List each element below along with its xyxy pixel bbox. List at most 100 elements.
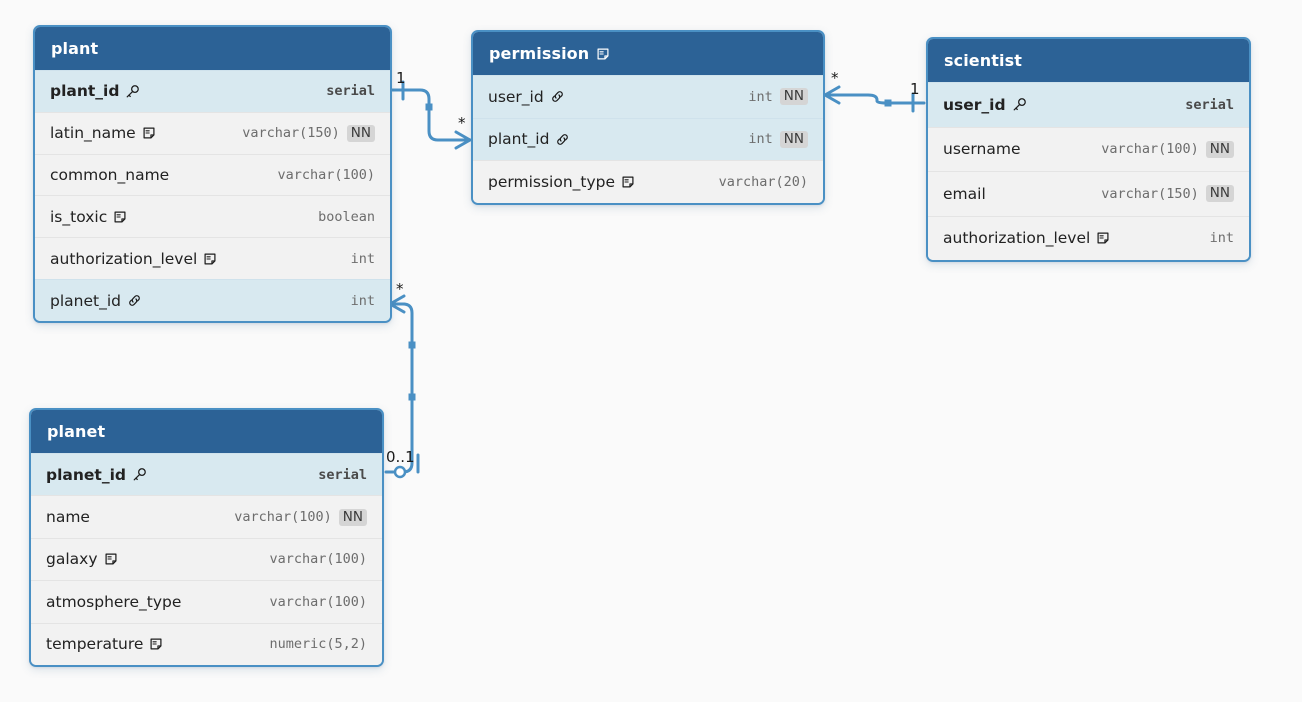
column-type-cell: varchar(150)NN <box>242 124 375 142</box>
column-name-cell: email <box>943 185 986 203</box>
entity-table-scientist[interactable]: scientist user_id serial username varchar(10… <box>926 37 1251 262</box>
entity-table-plant[interactable]: plant plant_id serial latin_name varchar(150… <box>33 25 392 323</box>
column-type-cell: int <box>1210 230 1234 246</box>
note-icon <box>203 252 217 266</box>
column-data-type: varchar(100) <box>1101 141 1199 158</box>
column-row-scientist-username[interactable]: username varchar(100) NN <box>928 126 1249 171</box>
not-null-badge: NN <box>779 88 808 106</box>
column-name-cell: authorization_level <box>50 250 217 268</box>
column-name-text: user_id <box>943 95 1006 114</box>
column-name-cell: user_id <box>488 88 565 106</box>
cardinality-label-planet-zero-one: 0..1 <box>386 448 415 466</box>
column-data-type: varchar(100) <box>234 509 332 526</box>
column-name-cell: authorization_level <box>943 229 1110 247</box>
column-data-type: int <box>350 292 375 309</box>
not-null-badge: NN <box>1205 185 1234 203</box>
column-type-cell: varchar(20) <box>719 174 808 190</box>
column-data-type: int <box>748 88 773 105</box>
cardinality-label-plant-one: 1 <box>396 69 406 87</box>
column-name-text: planet_id <box>50 291 121 310</box>
column-data-type: int <box>1209 230 1234 247</box>
column-type-cell: int <box>351 293 375 309</box>
cardinality-label-permission-many-2: * <box>831 69 839 87</box>
column-name-cell: common_name <box>50 166 169 184</box>
column-name-text: email <box>943 184 986 203</box>
column-name-cell: planet_id <box>46 466 147 484</box>
column-data-type: varchar(150) <box>1101 185 1199 202</box>
table-header-plant[interactable]: plant <box>35 27 390 70</box>
table-title: permission <box>489 44 590 63</box>
not-null-badge: NN <box>779 130 808 149</box>
column-row-scientist-authorization_level[interactable]: authorization_level int <box>928 215 1249 260</box>
column-name-text: plant_id <box>488 130 550 149</box>
column-name-cell: latin_name <box>50 124 156 142</box>
column-name-text: is_toxic <box>50 207 108 226</box>
column-type-cell: int <box>351 251 375 267</box>
column-type-cell: int NN <box>748 130 808 149</box>
column-row-scientist-user_id[interactable]: user_id serial <box>928 82 1249 127</box>
edge-plant-permission <box>390 80 472 150</box>
entity-table-planet[interactable]: planet planet_id serial name varchar(100) NN g… <box>29 408 384 667</box>
not-null-badge: NN <box>1205 140 1234 158</box>
note-icon <box>1096 231 1110 245</box>
edge-plant-planet <box>384 294 420 479</box>
column-row-plant-planet_id[interactable]: planet_id int <box>35 279 390 321</box>
column-row-planet-planet_id[interactable]: planet_id serial <box>31 453 382 496</box>
column-name-text: user_id <box>488 87 544 106</box>
table-header-permission[interactable]: permission <box>473 32 823 75</box>
column-type-cell: varchar(100) <box>277 167 375 183</box>
note-icon <box>113 210 127 224</box>
column-row-plant-common_name[interactable]: common_name varchar(100) <box>35 153 390 196</box>
column-name-text: latin_name <box>50 124 136 143</box>
column-name-cell: plant_id <box>50 82 140 100</box>
column-data-type: varchar(100) <box>277 167 375 184</box>
column-data-type: numeric(5,2) <box>269 636 367 653</box>
column-type-cell: varchar(100) NN <box>234 508 367 526</box>
column-row-planet-temperature[interactable]: temperature numeric(5,2) <box>31 622 382 665</box>
column-row-plant-authorization_level[interactable]: authorization_level int <box>35 237 390 280</box>
key-icon <box>132 467 147 482</box>
column-row-planet-name[interactable]: name varchar(100) NN <box>31 495 382 538</box>
column-name-cell: is_toxic <box>50 208 127 226</box>
column-row-plant-is_toxic[interactable]: is_toxic boolean <box>35 195 390 238</box>
note-icon <box>621 175 635 189</box>
column-row-plant-plant_id[interactable]: plant_id serial <box>35 70 390 112</box>
column-data-type: serial <box>318 466 367 483</box>
column-name-cell: plant_id <box>488 130 570 148</box>
column-data-type: boolean <box>318 208 375 225</box>
column-name-cell: username <box>943 140 1021 158</box>
column-name-text: name <box>46 508 90 527</box>
link-icon <box>555 132 570 147</box>
column-type-cell: varchar(100) <box>269 551 367 567</box>
column-row-permission-user_id[interactable]: user_id int NN <box>473 75 823 118</box>
key-icon <box>125 84 140 99</box>
column-row-scientist-email[interactable]: email varchar(150) NN <box>928 171 1249 216</box>
column-data-type: int <box>748 131 773 148</box>
column-row-permission-plant_id[interactable]: plant_id int NN <box>473 117 823 161</box>
table-header-planet[interactable]: planet <box>31 410 382 453</box>
column-data-type: serial <box>1185 96 1234 113</box>
key-icon <box>1012 97 1027 112</box>
not-null-badge: NN <box>338 508 367 526</box>
column-type-cell: boolean <box>318 209 375 225</box>
column-name-text: common_name <box>50 166 170 185</box>
link-icon <box>127 293 142 308</box>
column-data-type: int <box>350 250 375 267</box>
column-name-text: plant_id <box>50 82 120 101</box>
column-name-text: temperature <box>46 635 144 654</box>
column-row-plant-latin_name[interactable]: latin_name varchar(150)NN <box>35 111 390 154</box>
column-type-cell: varchar(150) NN <box>1101 185 1234 203</box>
column-data-type: serial <box>326 83 375 100</box>
column-type-cell: serial <box>326 83 375 99</box>
column-type-cell: varchar(100) NN <box>1101 140 1234 158</box>
cardinality-label-permission-many: * <box>458 114 466 132</box>
column-row-planet-galaxy[interactable]: galaxy varchar(100) <box>31 537 382 581</box>
table-header-scientist[interactable]: scientist <box>928 39 1249 82</box>
column-data-type: varchar(100) <box>269 551 367 568</box>
column-name-text: galaxy <box>46 550 98 569</box>
cardinality-label-scientist-one: 1 <box>910 80 920 98</box>
